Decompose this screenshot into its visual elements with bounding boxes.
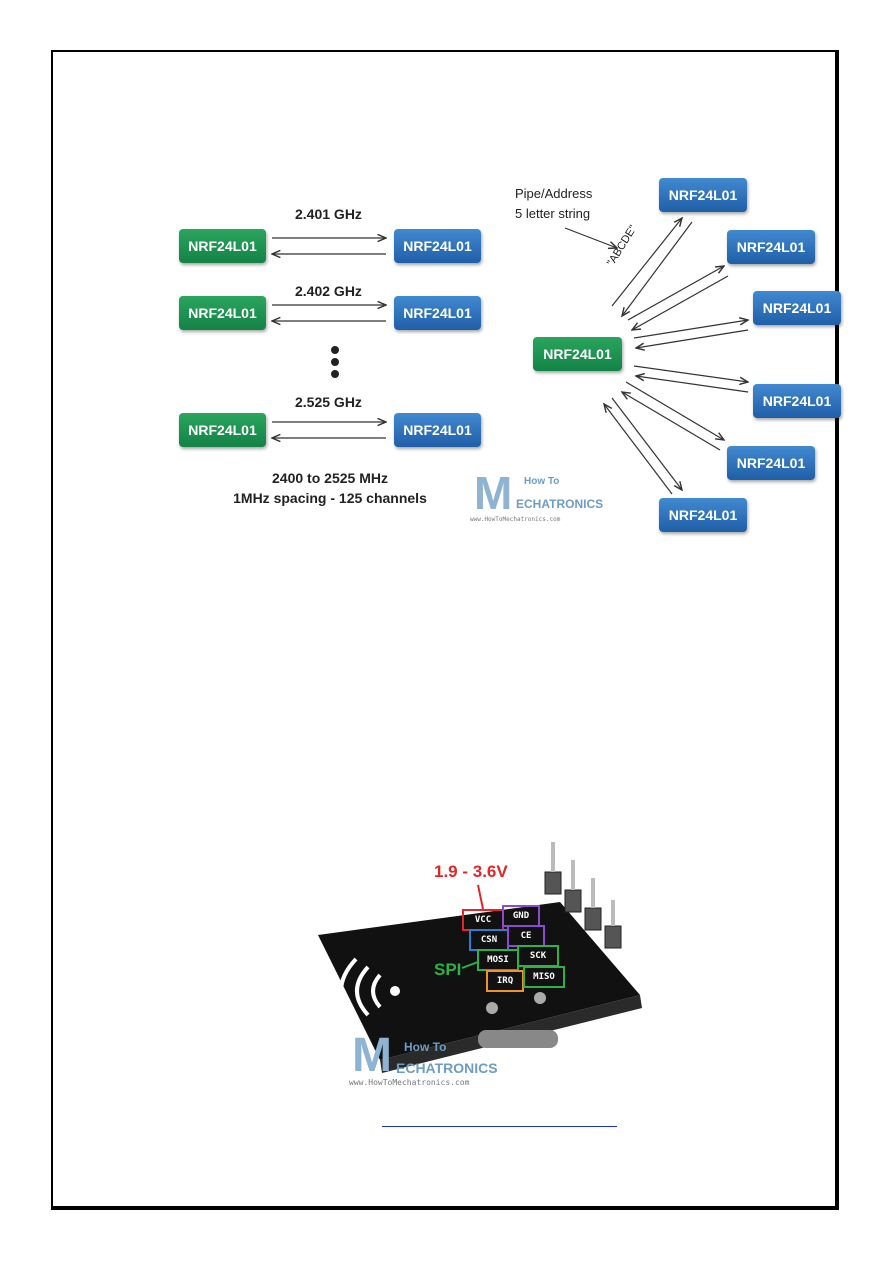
pin-label-sck: SCK (529, 951, 547, 961)
arrow (633, 320, 748, 339)
arrow (611, 218, 682, 307)
pcb-board (318, 902, 640, 1060)
arrow (611, 397, 682, 490)
nrf-module-rx-1: NRF24L01 (394, 229, 481, 263)
ellipsis-dot (331, 370, 339, 378)
ellipsis-dot (331, 346, 339, 354)
arrow (564, 227, 617, 248)
nrf-module-hub: NRF24L01 (533, 337, 622, 371)
pin-label-ce: CE (520, 931, 532, 941)
nrf-module-pipe-1: NRF24L01 (659, 178, 747, 212)
nrf-module-pipe-6: NRF24L01 (659, 498, 747, 532)
voltage-label: 1.9 - 3.6V (434, 862, 508, 881)
spi-callout-line (461, 961, 479, 969)
crystal (478, 1030, 558, 1048)
watermark-m-icon: M (352, 1029, 392, 1082)
header-pin (584, 907, 602, 931)
miso-frame (523, 966, 565, 988)
header-pin (544, 871, 562, 895)
spi-label: SPI (434, 960, 462, 979)
arrow (636, 376, 749, 393)
watermark-line1: How To (404, 1040, 447, 1054)
arrow (632, 275, 729, 330)
arrow (627, 266, 724, 321)
nrf-module-tx-1: NRF24L01 (179, 229, 266, 263)
nrf-module-pipe-2: NRF24L01 (727, 230, 815, 264)
nrf-module-pipe-5: NRF24L01 (727, 446, 815, 480)
pcb-pad (486, 1002, 498, 1014)
pin-label-csn: CSN (480, 935, 498, 945)
ellipsis-dot (331, 358, 339, 366)
watermark-line2: ECHATRONICS (516, 497, 604, 511)
nrf-module-tx-2: NRF24L01 (179, 296, 266, 330)
wireless-icon (339, 957, 382, 1025)
arrow (622, 221, 693, 316)
pipe-address-label-2: 5 letter string (515, 206, 591, 221)
nrf-module-rx-2: NRF24L01 (394, 296, 481, 330)
nrf-module-pipe-4: NRF24L01 (753, 384, 841, 418)
hyperlink-underline[interactable] (382, 1126, 617, 1127)
watermark-line1: How To (524, 476, 560, 487)
nrf-module-pipe-3: NRF24L01 (753, 291, 841, 325)
pin-label-vcc: VCC (474, 915, 492, 925)
nrf-module-rx-3: NRF24L01 (394, 413, 481, 447)
voltage-callout-line (477, 884, 484, 910)
arrow (625, 381, 724, 440)
arrow (622, 392, 721, 451)
channel-frequency-1: 2.401 GHz (295, 206, 362, 222)
channel-frequency-3: 2.525 GHz (295, 394, 362, 410)
header-pin (604, 925, 622, 949)
nrf-module-tx-3: NRF24L01 (179, 413, 266, 447)
arrow (604, 404, 673, 495)
band-caption-line2: 1MHz spacing - 125 channels (233, 490, 427, 506)
watermark-url: www.HowToMechatronics.com (349, 1078, 470, 1087)
pcb-pad (534, 992, 546, 1004)
pin-label-mosi: MOSI (487, 955, 509, 965)
arrow (633, 365, 748, 382)
pin-label-miso: MISO (533, 972, 555, 982)
band-caption-line1: 2400 to 2525 MHz (272, 470, 388, 486)
watermark-line2: ECHATRONICS (396, 1060, 498, 1076)
watermark-url: www.HowToMechatronics.com (470, 516, 561, 523)
arrow (636, 329, 749, 348)
channel-frequency-2: 2.402 GHz (295, 283, 362, 299)
page-frame (51, 50, 839, 1210)
watermark-m-icon: M (474, 467, 513, 519)
pin-label-irq: IRQ (496, 976, 514, 986)
pipe-address-label-1: Pipe/Address (515, 186, 593, 201)
pin-label-gnd: GND (512, 911, 530, 921)
wireless-dot (390, 986, 400, 996)
header-pin (564, 889, 582, 913)
